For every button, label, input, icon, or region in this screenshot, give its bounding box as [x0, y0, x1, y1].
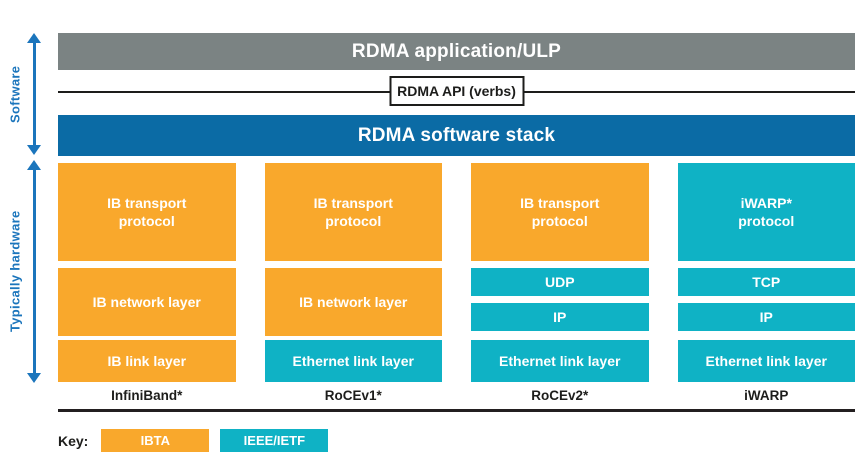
arrow-shaft — [32, 166, 36, 377]
software-range-arrow-icon — [27, 33, 41, 155]
layer-label: IP — [553, 308, 567, 325]
layer-box-tcp: TCP — [677, 268, 855, 296]
layer-box-ib-network: IB network layer — [58, 268, 236, 336]
layer-label: Ethernet link layer — [292, 352, 414, 369]
layer-label: UDP — [544, 273, 575, 290]
arrow-shaft — [32, 39, 36, 149]
layer-label: IB transport protocol — [107, 194, 187, 229]
layer-box-ethernet-link: Ethernet link layer — [677, 340, 855, 382]
software-range-label: Software — [7, 65, 23, 123]
layer-box-ib-link: IB link layer — [58, 340, 236, 382]
column-name-iwarp: iWARP — [744, 388, 789, 403]
layer-label: TCP — [752, 273, 781, 290]
hardware-range-arrow-icon — [27, 160, 41, 383]
layer-box-ib-transport: IB transport protocol — [264, 163, 442, 261]
column-name-rocev2: RoCEv2* — [531, 388, 589, 403]
layer-label: IP — [759, 308, 773, 325]
diagram-main-area: RDMA application/ULP RDMA API (verbs) RD… — [58, 0, 855, 473]
layer-box-ip: IP — [471, 303, 649, 331]
arrow-down-head-icon — [27, 373, 41, 383]
legend: Key: IBTA IEEE/IETF — [58, 429, 329, 452]
layer-label: IB transport protocol — [520, 194, 600, 229]
layer-box-ethernet-link: Ethernet link layer — [471, 340, 649, 382]
column-name-rocev1: RoCEv1* — [324, 388, 382, 403]
layer-box-ethernet-link: Ethernet link layer — [264, 340, 442, 382]
rdma-application-bar: RDMA application/ULP — [58, 33, 855, 70]
layer-box-ip: IP — [677, 303, 855, 331]
layer-label: Ethernet link layer — [499, 352, 621, 369]
column-name-row: InfiniBand* RoCEv1* RoCEv2* iWARP — [58, 388, 855, 403]
layer-label: iWARP* protocol — [738, 194, 795, 229]
layer-box-ib-transport: IB transport protocol — [471, 163, 649, 261]
bottom-divider-line — [58, 409, 855, 412]
layer-box-ib-network: IB network layer — [264, 268, 442, 336]
protocol-columns: IB transport protocol IB network layer I… — [58, 163, 855, 382]
layer-label: IB network layer — [299, 293, 408, 310]
layer-box-ib-transport: IB transport protocol — [58, 163, 236, 261]
rdma-api-verbs-box: RDMA API (verbs) — [389, 76, 524, 106]
layer-label: IB link layer — [107, 352, 187, 369]
legend-ieee-ietf-swatch: IEEE/IETF — [220, 429, 329, 452]
hardware-range-label: Typically hardware — [7, 210, 23, 333]
layer-box-iwarp-protocol: iWARP* protocol — [677, 163, 855, 261]
column-rocev2: IB transport protocol UDP IP Ethernet li… — [471, 163, 649, 382]
layer-box-udp: UDP — [471, 268, 649, 296]
column-iwarp: iWARP* protocol TCP IP Ethernet link lay… — [677, 163, 855, 382]
arrow-down-head-icon — [27, 145, 41, 155]
column-rocev1: IB transport protocol IB network layer E… — [264, 163, 442, 382]
layer-label: Ethernet link layer — [705, 352, 827, 369]
rdma-software-stack-bar: RDMA software stack — [58, 115, 855, 156]
layer-label: IB transport protocol — [313, 194, 393, 229]
legend-title: Key: — [58, 432, 89, 449]
arrow-up-head-icon — [27, 160, 41, 170]
arrow-up-head-icon — [27, 33, 41, 43]
column-infiniband: IB transport protocol IB network layer I… — [58, 163, 236, 382]
layer-label: IB network layer — [92, 293, 201, 310]
legend-ibta-swatch: IBTA — [101, 429, 210, 452]
column-name-infiniband: InfiniBand* — [111, 388, 183, 403]
